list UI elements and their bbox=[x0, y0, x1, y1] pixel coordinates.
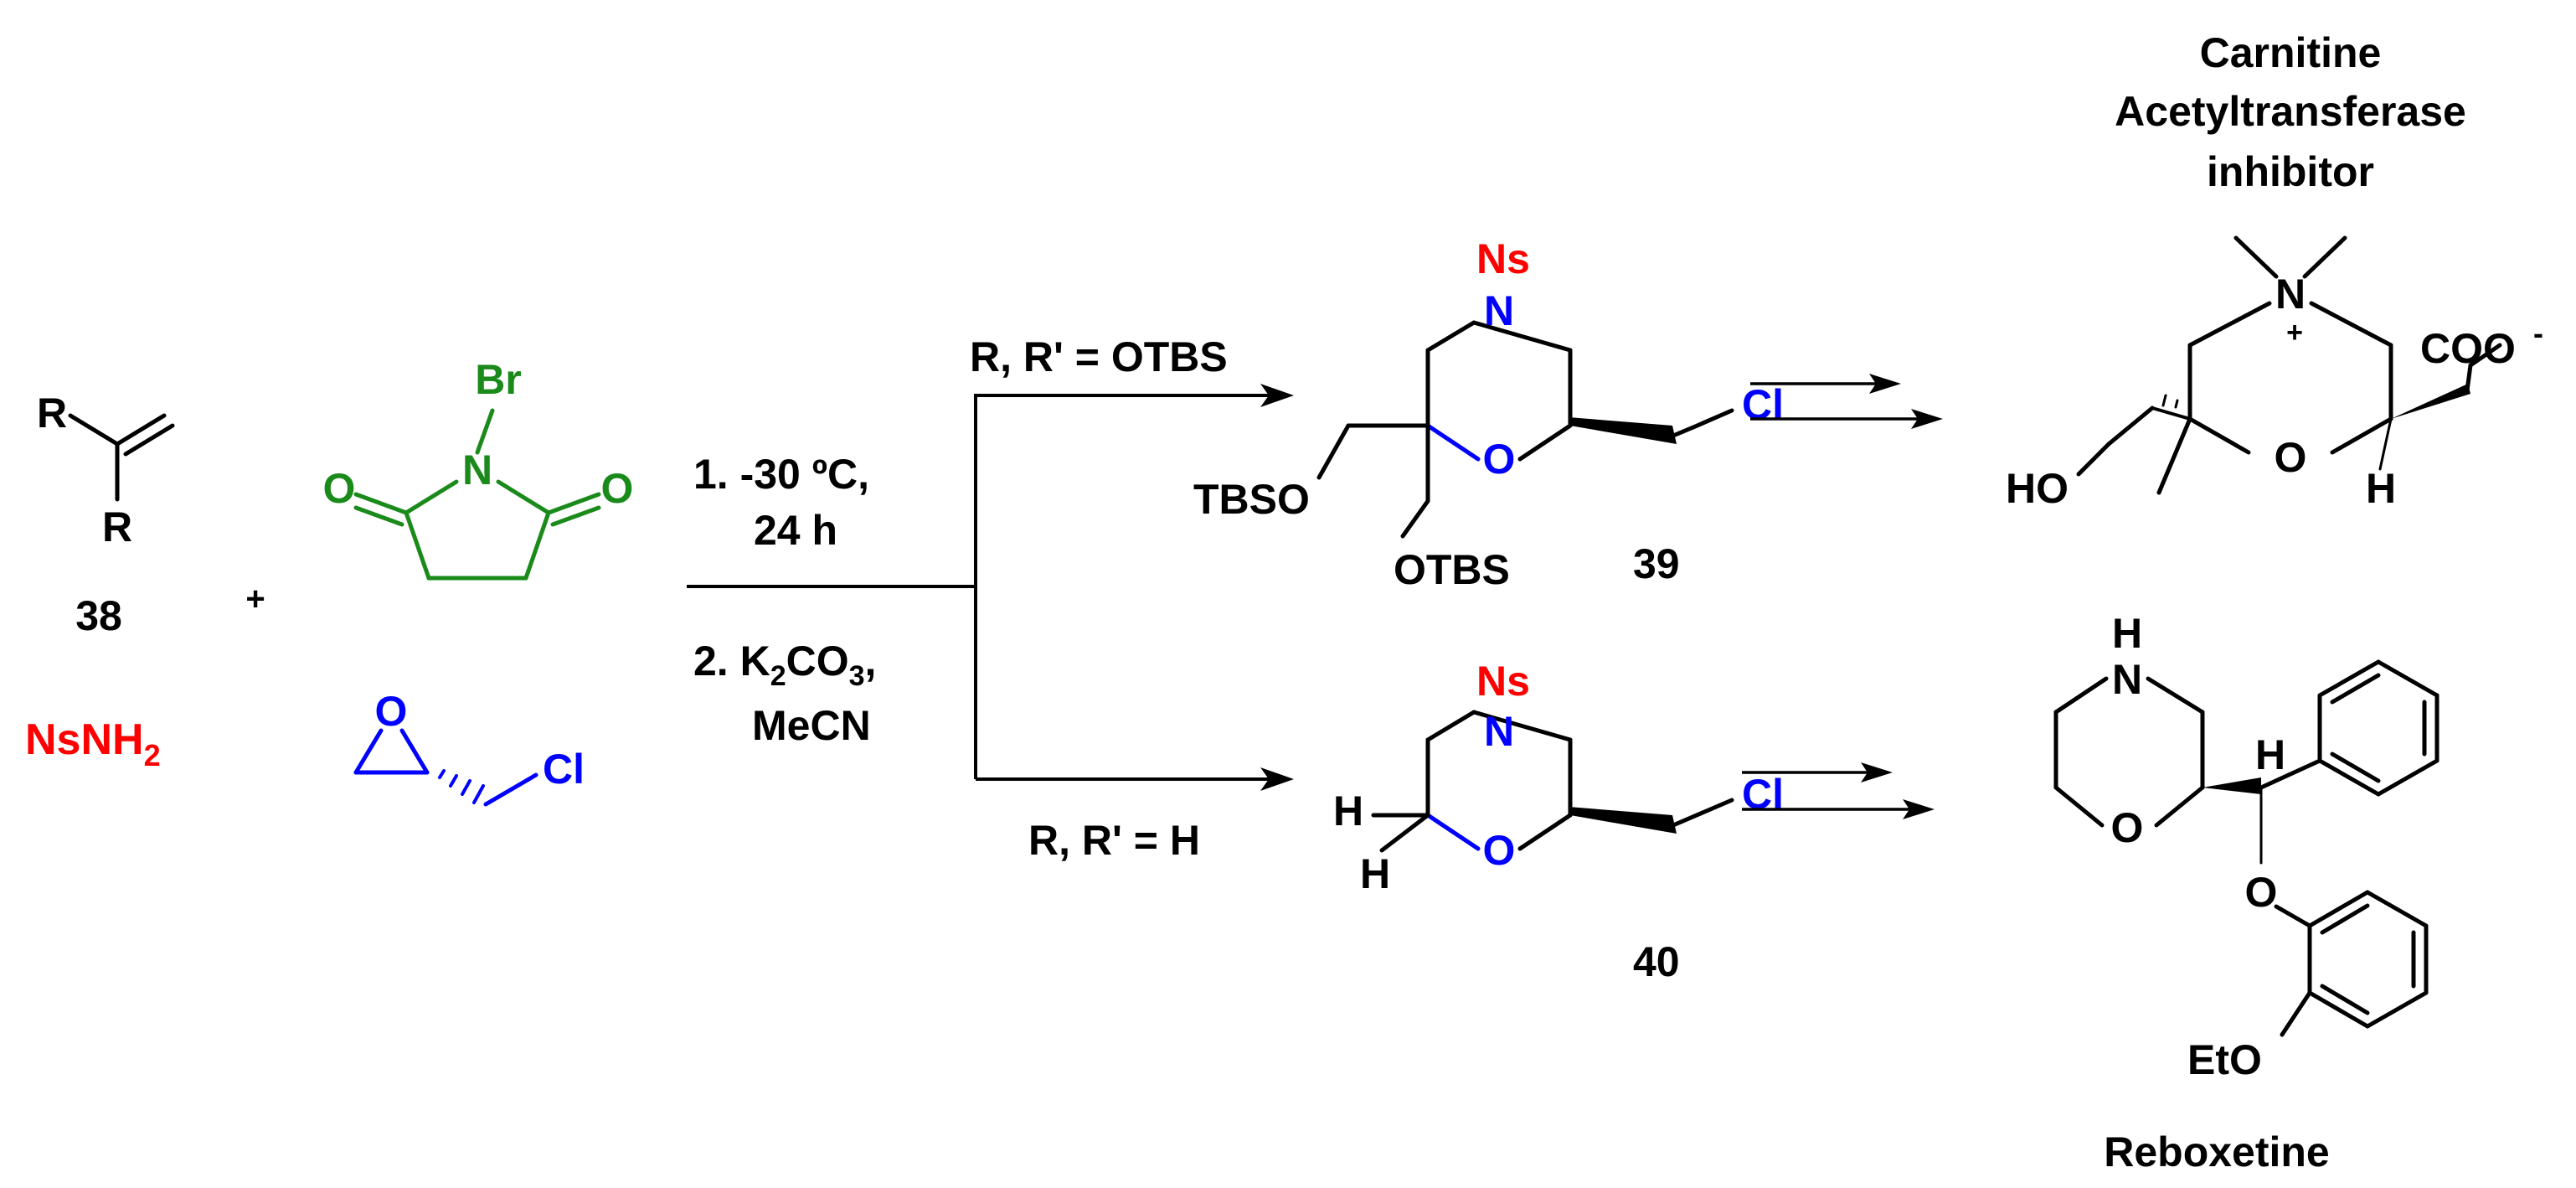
cat-o: O bbox=[2275, 434, 2307, 481]
rebox-eto: EtO bbox=[2187, 1036, 2262, 1083]
rebox-nh-h: H bbox=[2112, 610, 2142, 657]
nbs-bond bbox=[550, 505, 601, 527]
nbs-o-left: O bbox=[323, 465, 356, 512]
product-40: Ns N O Cl H H 40 bbox=[1333, 658, 1784, 985]
conditions: 1. -30 ºC, 24 h 2. K2CO3, MeCN R, R' = O… bbox=[687, 333, 1294, 864]
p40-h-top: H bbox=[1333, 788, 1363, 834]
nbs-bond bbox=[496, 479, 551, 515]
nbs-bond bbox=[523, 510, 551, 581]
branch-bottom-label: R, R' = H bbox=[1028, 817, 1200, 864]
rebox-n: N bbox=[2112, 656, 2142, 703]
nsnh2-subscript: 2 bbox=[144, 738, 161, 772]
p39-o: O bbox=[1483, 436, 1516, 483]
p40-n: N bbox=[1484, 708, 1514, 755]
step1-line2: 24 h bbox=[754, 507, 837, 554]
branch-top-label: R, R' = OTBS bbox=[970, 333, 1228, 380]
nbs-br: Br bbox=[475, 356, 522, 403]
step1-line1: 1. -30 ºC, bbox=[693, 451, 869, 498]
cat-coo: COO bbox=[2420, 325, 2516, 372]
p39-n: N bbox=[1484, 287, 1514, 334]
rebox-h: H bbox=[2255, 731, 2285, 778]
rebox-ether-o: O bbox=[2245, 869, 2278, 916]
product-39: Ns N O Cl TBSO OTBS 39 bbox=[1193, 235, 1784, 593]
nbs-bond bbox=[404, 510, 431, 581]
cat-n-plus: N bbox=[2275, 271, 2306, 318]
cat-h: H bbox=[2366, 465, 2396, 512]
cat-title-1: Carnitine bbox=[2200, 29, 2382, 76]
p40-o: O bbox=[1483, 827, 1516, 874]
nsnh2-text: NsNH bbox=[25, 715, 144, 764]
target-reboxetine: H N O H O EtO Reboxetine bbox=[2053, 610, 2439, 1175]
step2-line1: 2. K2CO3, bbox=[693, 638, 876, 692]
nbs-n: N bbox=[462, 447, 492, 493]
cat-plus-charge: + bbox=[2286, 317, 2303, 349]
p39-ns: Ns bbox=[1476, 235, 1530, 282]
p39-otbs: OTBS bbox=[1394, 546, 1510, 593]
nbs-o-right: O bbox=[601, 465, 634, 512]
cat-title-3: inhibitor bbox=[2207, 148, 2374, 195]
nbs-bond bbox=[475, 408, 495, 455]
cat-title-2: Acetyltransferase bbox=[2115, 88, 2466, 135]
epoxide-cl: Cl bbox=[543, 746, 585, 793]
target-cat-inhibitor: Carnitine Acetyltransferase inhibitor N … bbox=[2006, 29, 2543, 512]
p39-tbso: TBSO bbox=[1193, 476, 1310, 523]
nbs-structure: Br N O O bbox=[323, 356, 634, 581]
nbs-bond bbox=[546, 492, 601, 515]
p40-h-bottom: H bbox=[1360, 850, 1390, 897]
rebox-name: Reboxetine bbox=[2104, 1129, 2330, 1175]
nbs-bond bbox=[404, 479, 459, 515]
compound-label-39: 39 bbox=[1633, 540, 1680, 587]
rebox-ring-o: O bbox=[2111, 804, 2144, 851]
cat-ho: HO bbox=[2006, 465, 2069, 512]
nbs-bond bbox=[353, 505, 404, 527]
multistep-arrows bbox=[1742, 374, 1943, 819]
compound-label-40: 40 bbox=[1633, 938, 1680, 985]
epoxide-o: O bbox=[375, 688, 408, 735]
alkene-r-bottom: R bbox=[102, 504, 132, 550]
alkene-r-top: R bbox=[37, 390, 67, 436]
alkene-38: R R 38 bbox=[37, 390, 175, 639]
plus-sign: + bbox=[245, 581, 265, 617]
nbs-bond bbox=[353, 492, 409, 515]
p40-ns: Ns bbox=[1476, 658, 1530, 705]
svg-text:NsNH2: NsNH2 bbox=[25, 715, 161, 772]
compound-label-38: 38 bbox=[75, 592, 122, 639]
epichlorohydrin-structure: O Cl bbox=[353, 688, 585, 807]
cat-coo-charge: - bbox=[2533, 316, 2543, 350]
nsnh2-reagent: NsNH2 bbox=[25, 715, 161, 772]
p39-cl: Cl bbox=[1742, 381, 1784, 428]
step2-line2: MeCN bbox=[752, 702, 871, 749]
